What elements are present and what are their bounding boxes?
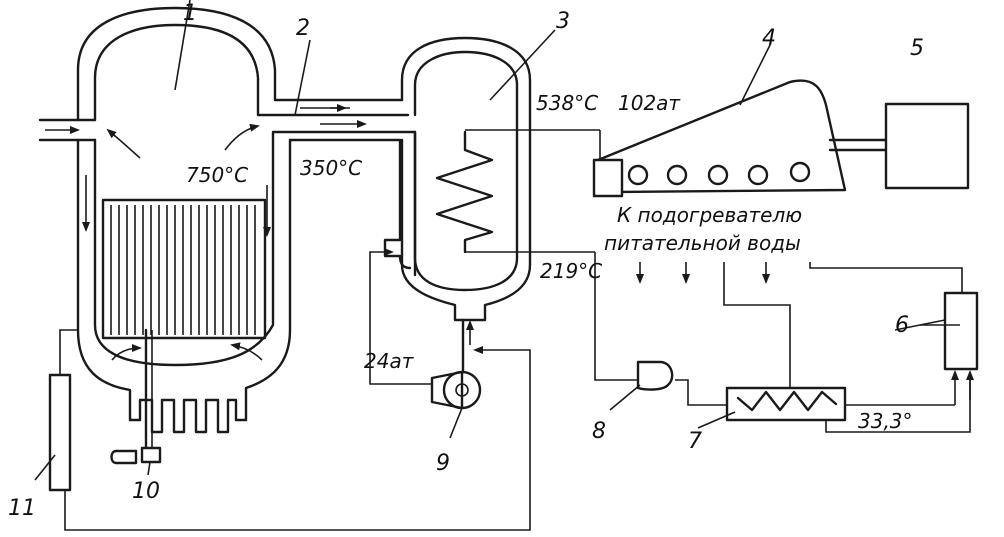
temp-350: 350°C xyxy=(300,156,362,180)
temp-750: 750°C xyxy=(186,163,248,187)
label-3: 3 xyxy=(556,9,570,34)
heat-exchanger-11 xyxy=(48,329,78,492)
label-8: 8 xyxy=(592,419,606,444)
label-7: 7 xyxy=(688,429,702,454)
steam-generator xyxy=(400,36,600,367)
temp-219: 219°C xyxy=(540,259,602,283)
label-1: 1 xyxy=(183,1,197,26)
condensate-pump xyxy=(594,252,727,406)
label-9: 9 xyxy=(436,451,450,476)
pressure-102: 102ат xyxy=(618,91,681,115)
label-11: 11 xyxy=(8,496,36,521)
fuel-rods xyxy=(110,205,256,335)
pressure-24: 24ат xyxy=(364,349,415,373)
preheater-6 xyxy=(809,262,979,371)
heater-caption-line2: питательной воды xyxy=(604,231,801,255)
heater-caption-line1: К подогревателю xyxy=(617,203,802,227)
generator xyxy=(884,102,970,190)
turbine xyxy=(592,79,888,390)
temp-538: 538°C xyxy=(536,91,598,115)
label-6: 6 xyxy=(895,313,909,338)
temp-33: 33,3° xyxy=(858,409,913,433)
label-5: 5 xyxy=(910,36,924,61)
label-2: 2 xyxy=(296,16,310,41)
label-4: 4 xyxy=(762,26,776,51)
reactor xyxy=(38,6,417,465)
feedwater-heater xyxy=(725,370,974,433)
label-10: 10 xyxy=(132,479,160,504)
